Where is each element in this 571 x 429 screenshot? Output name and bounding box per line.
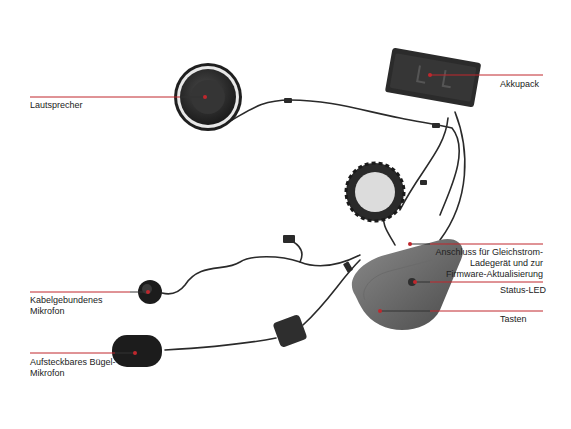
- part-label: Lautsprecher: [30, 100, 170, 111]
- part-label: Aufsteckbares Bügel-Mikrofon: [30, 357, 120, 379]
- part-label: Status-LED: [500, 285, 570, 296]
- part-label: Akkupack: [500, 79, 570, 90]
- part-label: Tasten: [500, 314, 570, 325]
- part-label: Kabelgebundenes Mikrofon: [30, 295, 120, 317]
- part-label: Anschluss für Gleichstrom-Ladegerät und …: [431, 247, 543, 280]
